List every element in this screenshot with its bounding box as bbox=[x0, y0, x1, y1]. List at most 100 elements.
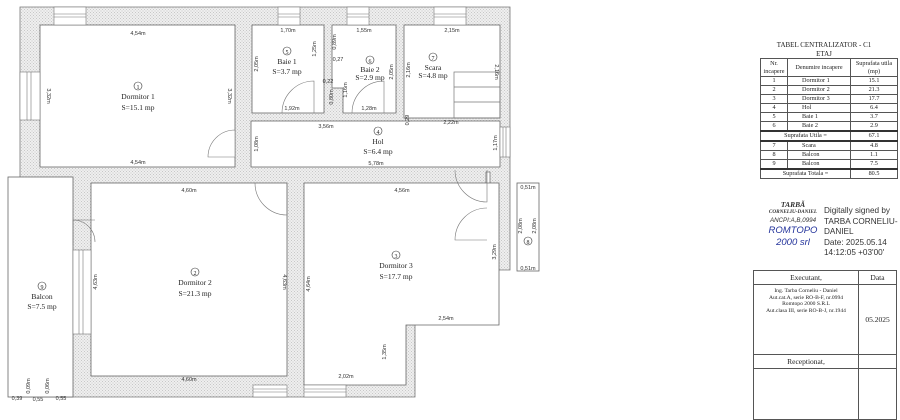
svg-text:S=3.7 mp: S=3.7 mp bbox=[272, 67, 301, 76]
util-value: 67.1 bbox=[850, 130, 898, 142]
cell-area: 4.8 bbox=[850, 140, 898, 151]
svg-text:4,63m: 4,63m bbox=[93, 274, 99, 290]
cell-area: 7.5 bbox=[850, 159, 898, 170]
svg-text:4,60m: 4,60m bbox=[181, 188, 197, 194]
digital-signature-text: Digitally signed by TARBA CORNELIU- DANI… bbox=[824, 206, 900, 259]
svg-text:1,92m: 1,92m bbox=[284, 106, 300, 112]
svg-text:5,78m: 5,78m bbox=[368, 161, 384, 167]
cell-area: 6.4 bbox=[850, 103, 898, 113]
executant-line: Ing. Tarba Corneliu - Daniel bbox=[774, 288, 838, 294]
room-interiors bbox=[7, 24, 540, 398]
svg-text:S=2.9 mp: S=2.9 mp bbox=[355, 73, 384, 82]
doors bbox=[72, 80, 488, 245]
received-date-value bbox=[858, 368, 897, 420]
svg-text:2,02m: 2,02m bbox=[338, 374, 354, 380]
svg-text:S=17.7 mp: S=17.7 mp bbox=[380, 272, 413, 281]
cell-nr: 9 bbox=[760, 159, 788, 170]
label-room-8: 8 bbox=[523, 236, 533, 246]
cell-nr: 3 bbox=[760, 94, 788, 104]
cell-nr: 6 bbox=[760, 121, 788, 132]
svg-text:1,17m: 1,17m bbox=[493, 135, 499, 151]
svg-text:2,16m: 2,16m bbox=[493, 64, 499, 80]
header-area: Suprafata utila (mp) bbox=[850, 58, 898, 77]
received-date-cell bbox=[858, 354, 897, 369]
svg-text:0,51m: 0,51m bbox=[520, 185, 536, 191]
svg-text:0,09m: 0,09m bbox=[26, 378, 32, 394]
svg-text:2,05m: 2,05m bbox=[254, 56, 260, 72]
signature-line: 14:12:05 +03'00' bbox=[824, 248, 885, 257]
svg-text:Hol: Hol bbox=[372, 137, 383, 146]
svg-text:0,39: 0,39 bbox=[12, 396, 23, 402]
svg-text:Scara: Scara bbox=[425, 63, 442, 72]
cell-area: 3.7 bbox=[850, 112, 898, 122]
svg-text:S=6.4 mp: S=6.4 mp bbox=[363, 147, 392, 156]
svg-text:4,54m: 4,54m bbox=[130, 31, 146, 37]
cell-name: Baie 1 bbox=[787, 112, 851, 122]
cell-nr: 1 bbox=[760, 76, 788, 86]
cell-nr: 5 bbox=[760, 112, 788, 122]
svg-text:S=15.1 mp: S=15.1 mp bbox=[122, 103, 155, 112]
cell-name: Hol bbox=[787, 103, 851, 113]
cell-area: 2.9 bbox=[850, 121, 898, 132]
svg-text:0,89m: 0,89m bbox=[332, 34, 338, 50]
signature-line: TARBA CORNELIU- bbox=[824, 216, 898, 226]
table-title-text: TABEL CENTRALIZATOR - C1 bbox=[776, 41, 872, 49]
cell-name: Balcon bbox=[787, 159, 851, 170]
header-name: Denumire incapere bbox=[787, 58, 851, 77]
windows bbox=[19, 6, 511, 398]
svg-text:4,54m: 4,54m bbox=[130, 160, 146, 166]
received-signature-cell bbox=[753, 368, 859, 420]
svg-text:1,35m: 1,35m bbox=[382, 344, 388, 360]
svg-text:Baie 1: Baie 1 bbox=[277, 57, 297, 66]
header-nr: Nr. incapere bbox=[760, 58, 788, 77]
svg-text:0,80m: 0,80m bbox=[329, 89, 335, 105]
svg-text:1,28m: 1,28m bbox=[361, 106, 377, 112]
svg-text:0,29: 0,29 bbox=[405, 115, 411, 126]
svg-text:8: 8 bbox=[527, 240, 530, 246]
svg-text:4,64m: 4,64m bbox=[306, 276, 312, 292]
svg-text:0,55: 0,55 bbox=[33, 397, 44, 403]
svg-text:4: 4 bbox=[377, 130, 380, 136]
svg-text:4,60m: 4,60m bbox=[181, 377, 197, 383]
signature-line: Digitally signed by bbox=[824, 206, 890, 215]
stairs bbox=[453, 71, 501, 119]
executant-line: Aut.clasa III, serie RO-B-J, nr.1944 bbox=[766, 307, 846, 314]
util-row: Suprafata Utila =67.1 bbox=[760, 130, 898, 142]
table-subtitle: ETAJ bbox=[816, 50, 832, 58]
svg-text:2,16m: 2,16m bbox=[406, 62, 412, 78]
svg-text:0,22: 0,22 bbox=[323, 79, 334, 85]
stamp-name: TARBĂ bbox=[780, 200, 806, 209]
svg-text:3,32m: 3,32m bbox=[226, 88, 232, 104]
digital-signature[interactable]: TARBĂ CORNELIU-DANIEL ANCPI:A,B,0994 ROM… bbox=[762, 200, 900, 270]
svg-text:2,08m: 2,08m bbox=[532, 218, 538, 234]
svg-text:5: 5 bbox=[286, 50, 289, 56]
cell-nr: 2 bbox=[760, 85, 788, 95]
svg-text:9: 9 bbox=[41, 285, 44, 291]
signature-line: Date: 2025.05.14 bbox=[824, 237, 887, 247]
svg-text:3,32m: 3,32m bbox=[45, 88, 51, 104]
svg-text:2: 2 bbox=[194, 271, 197, 277]
svg-text:2,08m: 2,08m bbox=[518, 218, 524, 234]
svg-text:1,25m: 1,25m bbox=[312, 41, 318, 57]
svg-text:7: 7 bbox=[432, 56, 435, 62]
cell-area: 15.1 bbox=[850, 76, 898, 86]
cell-nr: 8 bbox=[760, 150, 788, 160]
svg-text:1: 1 bbox=[137, 85, 140, 91]
room-dormitor-1 bbox=[39, 24, 236, 168]
cell-nr: 4 bbox=[760, 103, 788, 113]
svg-text:Balcon: Balcon bbox=[31, 292, 52, 301]
svg-text:Baie 2: Baie 2 bbox=[360, 65, 380, 74]
executant-info: Ing. Tarba Corneliu - Daniel Aut.cat.A, … bbox=[753, 284, 859, 355]
svg-text:S=21.3 mp: S=21.3 mp bbox=[179, 289, 212, 298]
dimension-labels: 4,54m 4,54m 3,32m 3,32m 1,70m 2,05m 1,25… bbox=[12, 28, 538, 403]
executant-header: Executant, bbox=[753, 270, 859, 285]
